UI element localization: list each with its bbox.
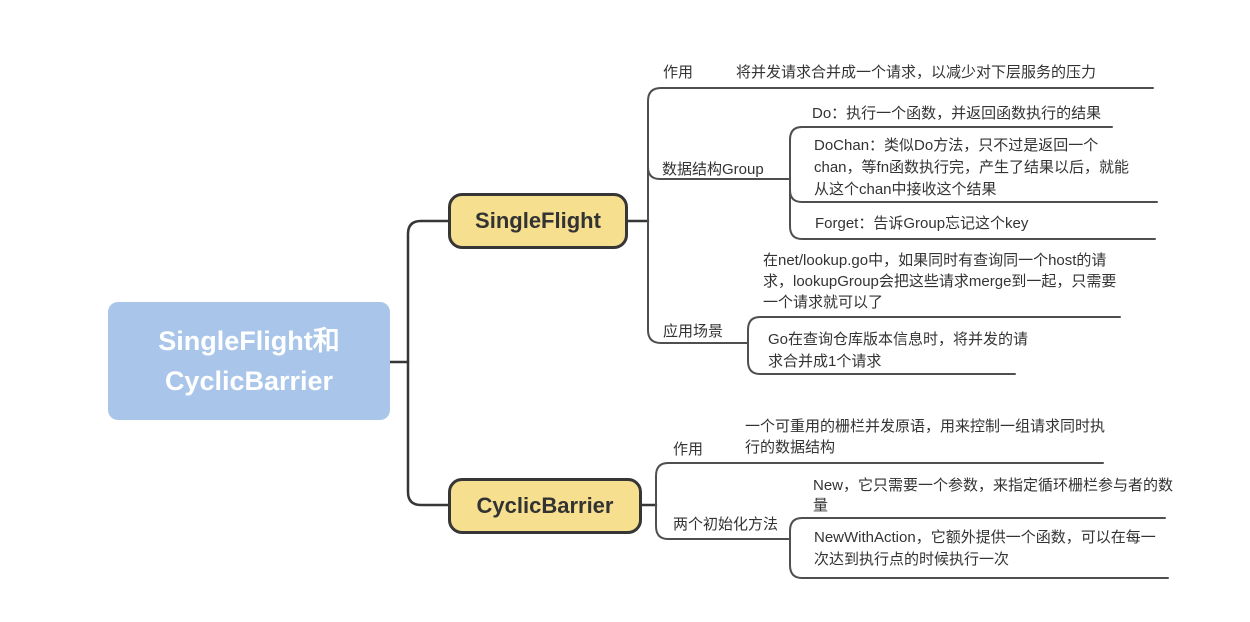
root-topic[interactable]: SingleFlight和 CyclicBarrier xyxy=(108,302,390,420)
topic-cb-newwithaction[interactable]: NewWithAction，它额外提供一个函数，可以在每一次达到执行点的时候执行… xyxy=(814,529,1156,568)
topic-sf-scene-case2[interactable]: Go在查询仓库版本信息时，将并发的请求合并成1个请求 xyxy=(768,331,1029,370)
topic-cb-new[interactable]: New，它只需要一个参数，来指定循环栅栏参与者的数量 xyxy=(813,477,1174,514)
topic-sf-zuoyong-label[interactable]: 作用 xyxy=(663,64,694,81)
root-topic-line2: CyclicBarrier xyxy=(164,366,334,396)
topic-cb-init-label[interactable]: 两个初始化方法 xyxy=(673,516,779,533)
topic-sf-group-label[interactable]: 数据结构Group xyxy=(662,161,764,178)
topic-sf-zuoyong-text[interactable]: 将并发请求合并成一个请求，以减少对下层服务的压力 xyxy=(736,64,1097,81)
topic-sf-do[interactable]: Do：执行一个函数，并返回函数执行的结果 xyxy=(812,105,1102,122)
topic-cb-zuoyong-label[interactable]: 作用 xyxy=(673,441,704,458)
topic-sf-dochan[interactable]: DoChan：类似Do方法，只不过是返回一个chan，等fn函数执行完，产生了结… xyxy=(814,137,1130,198)
topic-sf-scene-case1[interactable]: 在net/lookup.go中，如果同时有查询同一个host的请求，lookup… xyxy=(763,252,1117,311)
topic-cb-zuoyong-text[interactable]: 一个可重用的栅栏并发原语，用来控制一组请求同时执行的数据结构 xyxy=(745,418,1106,456)
root-topic-line1: SingleFlight和 xyxy=(158,326,340,356)
topic-sf-forget[interactable]: Forget：告诉Group忘记这个key xyxy=(815,215,1029,232)
branch-cyclicbarrier-label: CyclicBarrier xyxy=(476,493,614,518)
branch-cyclicbarrier[interactable]: CyclicBarrier xyxy=(448,478,642,534)
branch-singleflight[interactable]: SingleFlight xyxy=(448,193,628,249)
topic-sf-scene-label[interactable]: 应用场景 xyxy=(663,323,724,340)
branch-singleflight-label: SingleFlight xyxy=(475,208,601,233)
